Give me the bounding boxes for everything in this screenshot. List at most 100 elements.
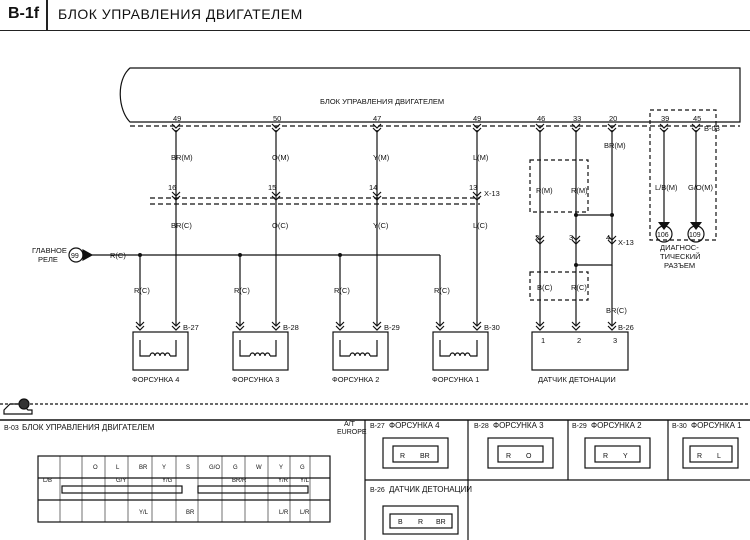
inj4-conn: B-27 [183,323,199,332]
diag-wire-2: G/O(M) [688,183,713,192]
injector-3-body [232,331,289,371]
legend-b28-name: ФОРСУНКА 3 [493,421,544,430]
ecu-grid-cell: Y/L [139,510,149,516]
inj1-name: ФОРСУНКА 1 [432,375,479,384]
ecu-grid-cell: L [116,465,120,471]
injector-2-body [332,331,389,371]
wire-inj1-top: L(M) [473,153,489,162]
inj4-name: ФОРСУНКА 4 [132,375,179,384]
ecu-pin-2: 50 [273,114,281,123]
knock-wire-rm2: R(M) [571,186,588,195]
legend-b28-conn: B-28 [474,423,489,430]
diag-wire-1: L/B(M) [655,183,678,192]
knock-wire-brc: BR(C) [606,306,627,315]
inj3-name: ФОРСУНКА 3 [232,375,279,384]
legend-b30-conn: B-30 [672,423,687,430]
knock-wire-rm1: R(M) [536,186,553,195]
legend-b27-pin-2: BR [420,453,430,460]
legend-b29-conn: B-29 [572,423,587,430]
ecu-pin-7: 20 [609,114,617,123]
wire-inj1-bottom: L(C) [473,221,488,230]
wire-inj4-pin: 16 [168,183,176,192]
ecu-grid-cell: G/O [209,465,220,471]
ecu-grid-cell: Y/L [300,478,310,484]
knock-conn: B-26 [618,323,634,332]
diag-label-3: РАЗЪЕМ [664,261,695,270]
ecu-grid-cell: BR [139,465,148,471]
branch-2: R(C) [334,286,350,295]
diag-ref-1: 106 [657,232,669,239]
legend-ecu-conn: B-03 [4,425,19,432]
inj2-name: ФОРСУНКА 2 [332,375,379,384]
ecu-pin-8: 39 [661,114,669,123]
knock-pin-2: 2 [535,233,539,242]
knock-pin-3: 3 [569,233,573,242]
injector-4-body [132,331,189,371]
ecu-grid-cell: L/B [43,478,52,484]
wire-inj3-pin: 15 [268,183,276,192]
ecu-grid-cell: W [256,465,262,471]
knock-name: ДАТЧИК ДЕТОНАЦИИ [538,375,616,384]
page-header: B-1f БЛОК УПРАВЛЕНИЯ ДВИГАТЕЛЕМ [0,0,750,31]
branch-4: R(C) [134,286,150,295]
x13b-label: X-13 [618,238,634,247]
legend-b26-name: ДАТЧИК ДЕТОНАЦИИ [389,485,472,494]
ecu-pin-markers [171,123,701,133]
relay-label-2: РЕЛЕ [38,255,58,264]
legend-b30-name: ФОРСУНКА 1 [691,421,742,430]
ecu-grid-cell: G [233,465,238,471]
ecu-grid-cell: L/R [279,510,289,516]
legend-b30-pin-2: L [717,453,721,460]
ecu-grid-cell: G [300,465,305,471]
legend-b29-pin-2: Y [623,453,628,460]
knock-wire-rc: R(C) [571,283,587,292]
page-id: B-1f [8,5,40,22]
knock-body-pin-1: 1 [541,336,545,345]
legend-b30-pin-1: R [697,453,702,460]
diag-label-2: ТИЧЕСКИЙ [660,252,701,261]
knock-wire-bc: B(C) [537,283,553,292]
x13-label: X-13 [484,189,500,198]
legend-b26-pin-2: R [418,519,423,526]
ecu-pin-1: 49 [173,114,181,123]
page-title: БЛОК УПРАВЛЕНИЯ ДВИГАТЕЛЕМ [58,6,303,22]
legend-b28-pin-1: R [506,453,511,460]
ecu-grid-cell: O [93,465,98,471]
wire-inj4-bottom: BR(C) [171,221,192,230]
ecu-label: БЛОК УПРАВЛЕНИЯ ДВИГАТЕЛЕМ [320,97,444,106]
ecu-body [119,67,741,123]
ecu-connector: B-03 [704,124,720,133]
ecu-grid-cell: G/Y [116,478,126,484]
legend-b26-pin-3: BR [436,519,446,526]
knock-sensor-body [531,331,629,371]
relay-ref: 99 [71,253,79,260]
ecu-grid-cell: Y/R [278,478,289,484]
legend-b29-name: ФОРСУНКА 2 [591,421,642,430]
ecu-pin-6: 33 [573,114,581,123]
wire-inj2-bottom: Y(C) [373,221,389,230]
header-divider [46,0,48,30]
legend-ecu-connector [37,455,331,523]
inj1-conn: B-30 [484,323,500,332]
wire-inj3-bottom: O(C) [272,221,289,230]
ecu-grid-cell: L/R [300,510,310,516]
inj2-conn: B-29 [384,323,400,332]
legend-ecu-title: БЛОК УПРАВЛЕНИЯ ДВИГАТЕЛЕМ [22,423,155,432]
legend-b28-pin-2: O [526,453,532,460]
wire-inj4-top: BR(M) [171,153,193,162]
legend-b27-name: ФОРСУНКА 4 [389,421,440,430]
wire-inj2-top: Y(M) [373,153,390,162]
legend-at-1: A/T [344,421,356,428]
legend-b27-conn: B-27 [370,423,385,430]
legend-at-2: EUROPE [337,429,367,436]
ecu-pin-5: 46 [537,114,545,123]
legend-b27-pin-1: R [400,453,405,460]
wire-inj1-pin: 13 [469,183,477,192]
legend-b29-pin-1: R [603,453,608,460]
knock-wire-top: BR(M) [604,141,626,150]
branch-3: R(C) [234,286,250,295]
injector-1-body [432,331,489,371]
knock-pin-4: 4 [606,233,610,242]
